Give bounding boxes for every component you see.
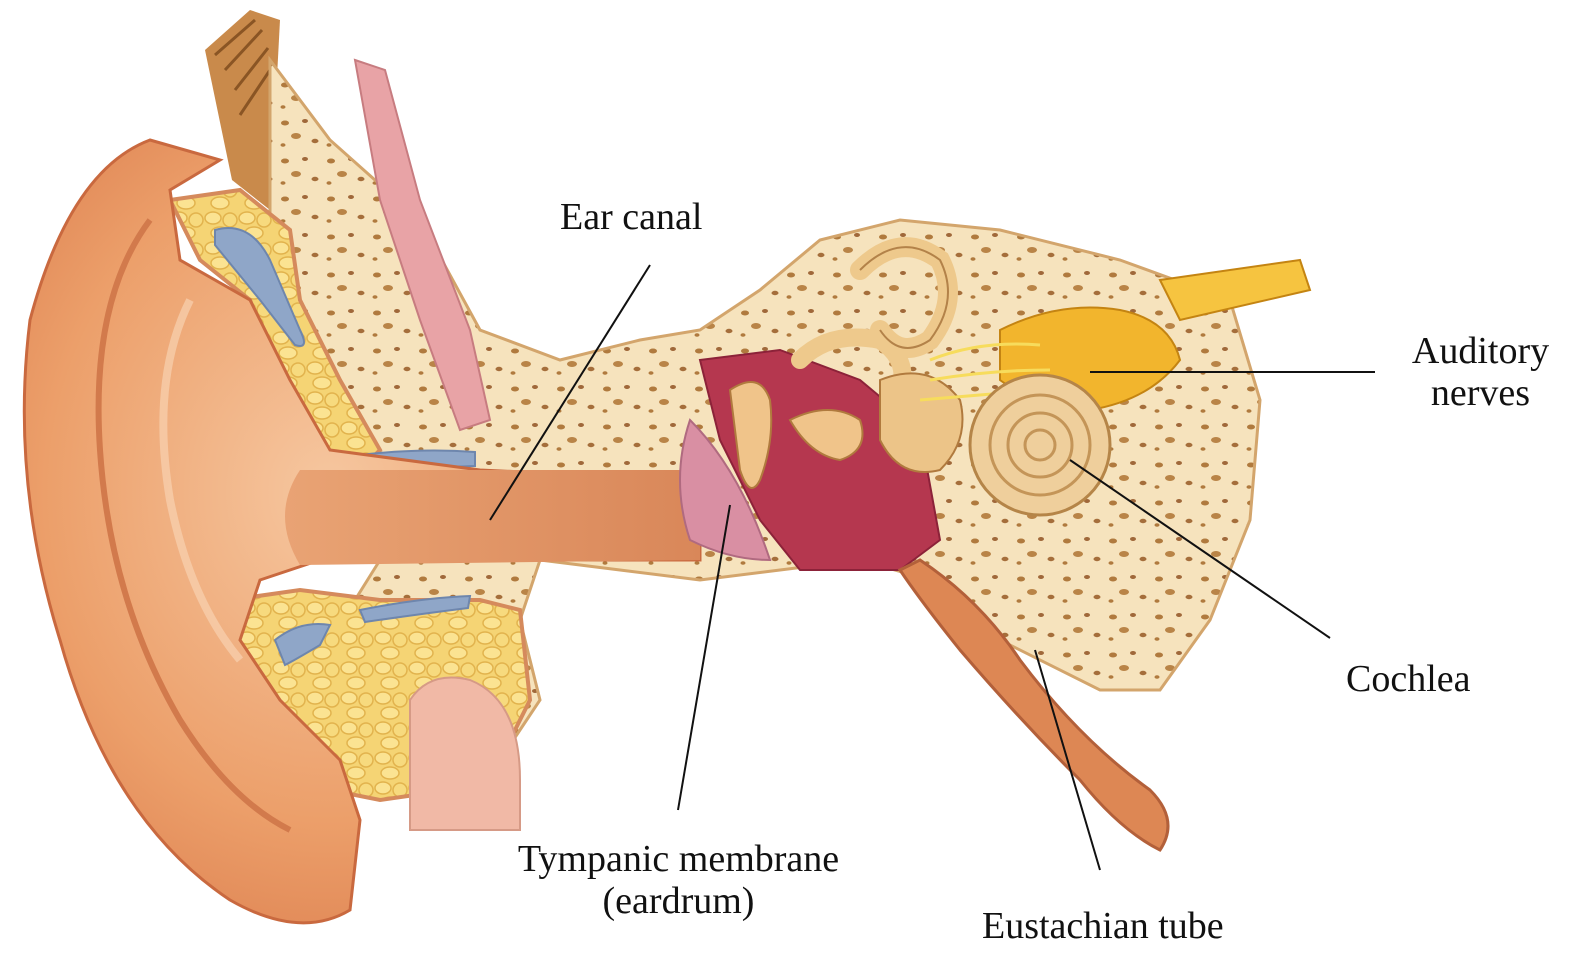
label-tympanic-membrane: Tympanic membrane (eardrum) (496, 838, 861, 922)
auditory-nerve-exit-shape (1160, 260, 1310, 320)
label-cochlea: Cochlea (1346, 658, 1471, 700)
label-auditory-nerves: Auditory nerves (1398, 330, 1563, 414)
label-eustachian-tube: Eustachian tube (982, 905, 1224, 947)
label-ear-canal: Ear canal (560, 196, 702, 238)
vestibule-shape (880, 373, 963, 472)
